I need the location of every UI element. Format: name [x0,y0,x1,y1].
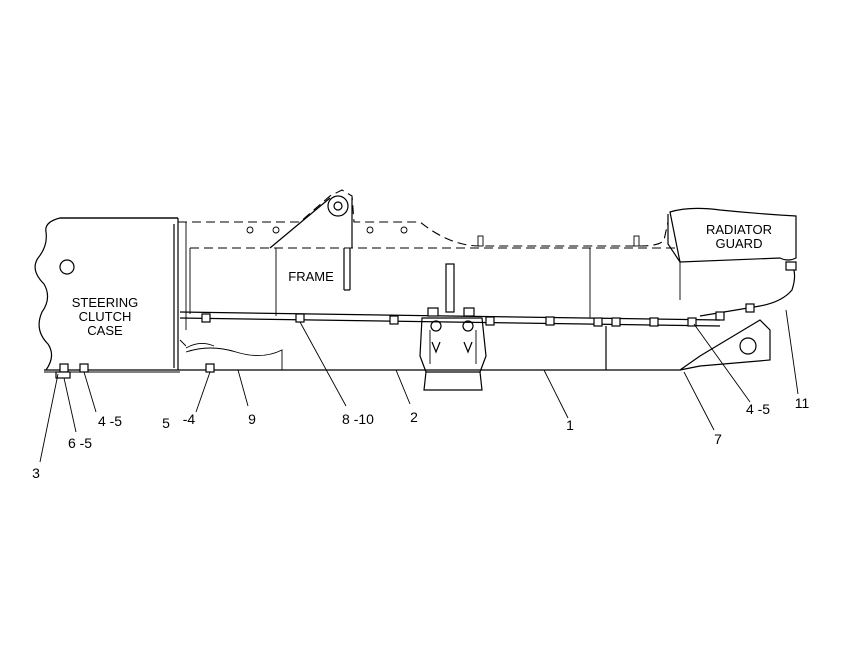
callout-9: 9 [248,411,256,427]
leader-lines [39,309,799,463]
steering-label-line1: STEERING [72,295,138,310]
part-labels: STEERING CLUTCH CASE FRAME RADIATOR GUAR… [72,222,772,338]
radiator-guard-label-line2: GUARD [716,236,763,251]
radiator-guard [667,207,797,321]
callout-5: 5 [162,415,170,431]
callout-3: 3 [32,465,40,481]
steering-label-line3: CASE [87,323,123,338]
callouts: 3 6 -5 4 -5 5 -4 9 8 -10 2 1 7 4 -5 11 [32,395,809,481]
callout-4-5-right: 4 -5 [746,401,770,417]
steering-label-line2: CLUTCH [79,309,132,324]
callout-2: 2 [410,409,418,425]
callout-4-5-left: 4 -5 [98,413,122,429]
bolt-row [55,313,697,379]
center-mount [419,263,487,391]
pivot-hole-icon [739,337,757,355]
bottom-guard [179,311,771,371]
callout-4: -4 [183,411,196,427]
lift-eye-icon [327,195,349,217]
radiator-guard-label-line1: RADIATOR [706,222,772,237]
callout-1: 1 [566,417,574,433]
callout-8-10: 8 -10 [342,411,374,427]
mounting-hole-icon [59,259,75,275]
callout-11: 11 [795,395,810,411]
frame-label: FRAME [288,269,334,284]
callout-7: 7 [714,431,722,447]
callout-6-5: 6 -5 [68,435,92,451]
